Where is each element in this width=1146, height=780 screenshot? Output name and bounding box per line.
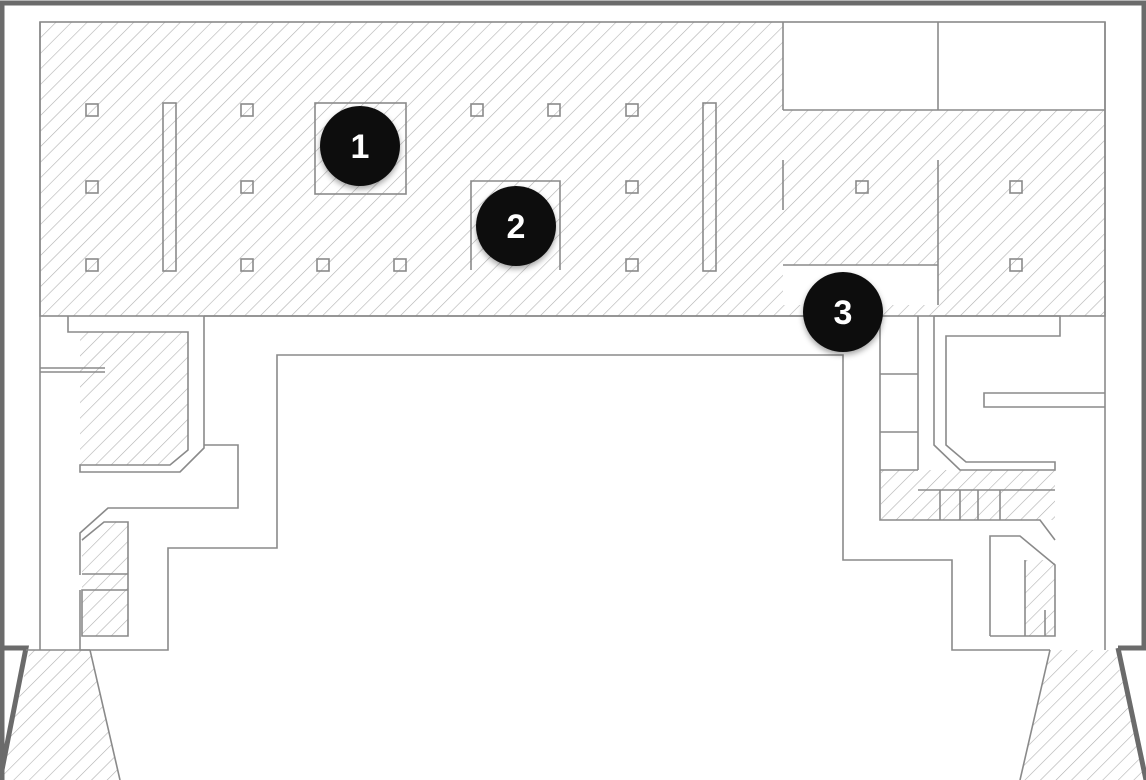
marker-2-frame bbox=[470, 180, 561, 270]
right-corner-hatch bbox=[1025, 560, 1055, 636]
marker-3[interactable]: 3 bbox=[803, 272, 883, 352]
column-square bbox=[625, 180, 639, 194]
interior-walls bbox=[26, 21, 1106, 780]
column-square bbox=[85, 103, 99, 117]
column-square bbox=[625, 258, 639, 272]
column-square bbox=[240, 103, 254, 117]
long-column-right bbox=[702, 102, 717, 272]
columns bbox=[85, 103, 1023, 272]
bottom-right-slope bbox=[1019, 649, 1051, 780]
hatched-areas bbox=[0, 22, 1146, 780]
column-square bbox=[85, 180, 99, 194]
left-small-room bbox=[81, 521, 129, 637]
marker-2-circle[interactable] bbox=[476, 186, 556, 266]
right-room-wall bbox=[933, 315, 1061, 471]
marker-1-label: 1 bbox=[351, 128, 370, 166]
left-lower-wall bbox=[79, 444, 239, 575]
outer-wall-left-foot bbox=[0, 645, 30, 780]
column-square bbox=[625, 103, 639, 117]
column-square bbox=[470, 103, 484, 117]
column-square bbox=[85, 258, 99, 272]
main-hatched-hall bbox=[40, 22, 783, 316]
marker-1[interactable]: 1 bbox=[320, 106, 400, 186]
marker-1-frame bbox=[314, 102, 407, 195]
right-notch bbox=[983, 392, 1105, 408]
left-stage-wall bbox=[79, 354, 1050, 651]
right-corner-room bbox=[989, 535, 1056, 637]
left-room-wall bbox=[67, 316, 205, 473]
column-square bbox=[393, 258, 407, 272]
column-square bbox=[1009, 180, 1023, 194]
outer-wall-right-foot bbox=[1115, 647, 1146, 780]
column-square bbox=[240, 258, 254, 272]
marker-3-label: 3 bbox=[834, 294, 853, 332]
marker-1-circle[interactable] bbox=[320, 106, 400, 186]
right-service-hatch bbox=[881, 470, 1055, 520]
left-small-room-hatch bbox=[82, 522, 128, 636]
marker-2[interactable]: 2 bbox=[476, 186, 556, 266]
bottom-left-hatch bbox=[0, 650, 120, 780]
bottom-left-slope bbox=[89, 649, 121, 780]
column-square bbox=[316, 258, 330, 272]
column-square bbox=[855, 180, 869, 194]
marker-3-circle[interactable] bbox=[803, 272, 883, 352]
left-room-hatch bbox=[80, 332, 188, 465]
column-square bbox=[240, 180, 254, 194]
marker-2-label: 2 bbox=[507, 208, 526, 246]
bottom-right-hatch bbox=[1020, 650, 1146, 780]
long-column-left bbox=[162, 102, 177, 272]
column-square bbox=[1009, 258, 1023, 272]
column-square bbox=[547, 103, 561, 117]
